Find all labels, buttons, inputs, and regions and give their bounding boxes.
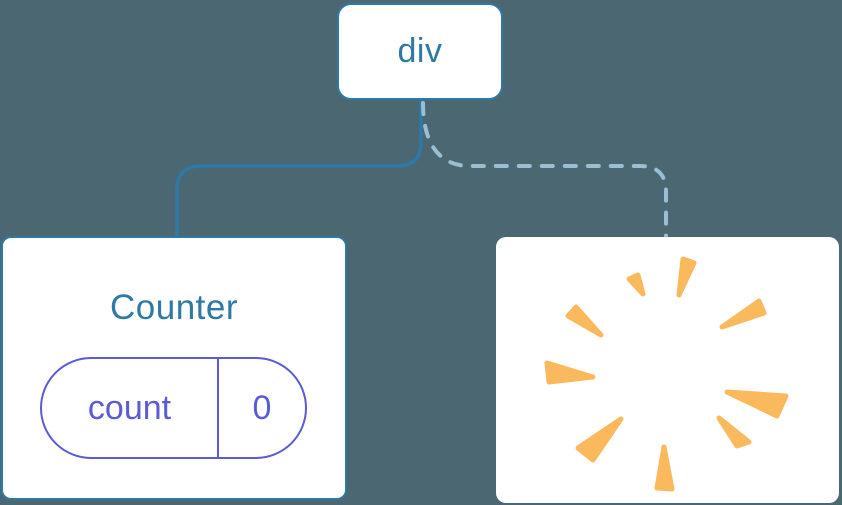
state-pill: count 0: [40, 357, 307, 459]
state-value: 0: [252, 388, 272, 427]
tree-node-div: div: [337, 3, 503, 100]
tree-node-counter: Counter count 0: [1, 236, 347, 500]
tree-node-removed: [496, 237, 839, 503]
div-node-label: div: [397, 32, 443, 70]
edge-div-to-counter: [175, 100, 423, 236]
edge-div-to-removed: [421, 101, 668, 238]
state-key-label: count: [42, 359, 219, 457]
counter-node-title: Counter: [109, 288, 239, 327]
poof-burst-icon: [544, 256, 789, 492]
